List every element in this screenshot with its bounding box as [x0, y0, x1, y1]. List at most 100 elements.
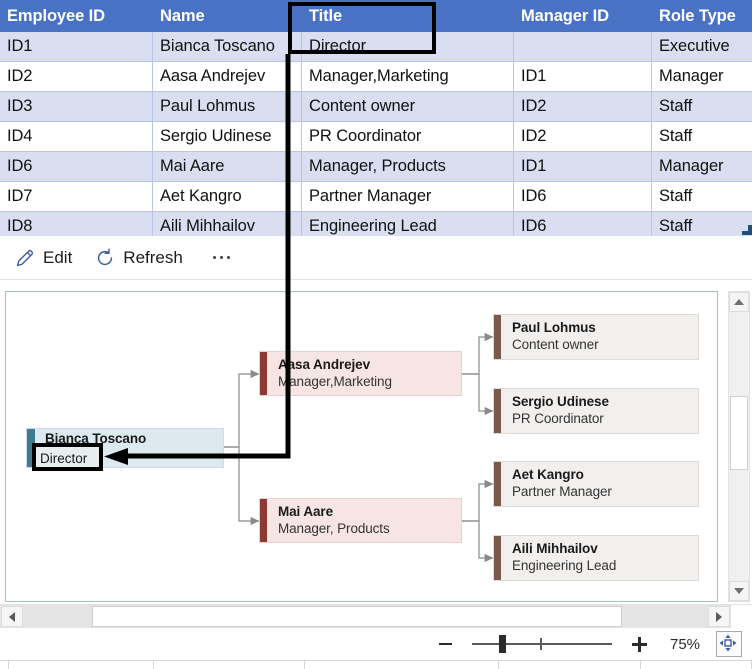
annotation-highlight-title-column [288, 2, 436, 54]
edit-button[interactable]: Edit [14, 247, 72, 269]
cell-employee-id[interactable]: ID1 [0, 32, 153, 62]
zoom-bar: 75% [0, 628, 752, 660]
table-resize-handle[interactable] [742, 225, 752, 235]
zoom-level-label[interactable]: 75% [669, 635, 701, 653]
cell-manager-id[interactable]: ID2 [513, 91, 652, 122]
scrollbar-corner [730, 605, 752, 628]
cell-role-type[interactable]: Staff [651, 121, 752, 152]
node-title: PR Coordinator [512, 411, 604, 426]
column-header-employee-id[interactable]: Employee ID [0, 0, 153, 32]
cell-name[interactable]: Sergio Udinese [152, 121, 302, 152]
cell-title[interactable]: Manager, Products [301, 151, 514, 182]
horizontal-scrollbar-thumb[interactable] [92, 606, 622, 627]
table-row[interactable]: ID6 Mai Aare Manager, Products ID1 Manag… [0, 151, 752, 182]
node-title: Manager, Products [278, 520, 390, 536]
edit-label: Edit [43, 247, 73, 267]
refresh-icon [94, 247, 116, 269]
table-toolbar: Edit Refresh [0, 236, 752, 280]
annotation-callout-text: Director [40, 451, 88, 466]
org-node-aet-kangro[interactable]: Aet Kangro Partner Manager [493, 461, 699, 507]
table-row[interactable]: ID2 Aasa Andrejev Manager,Marketing ID1 … [0, 61, 752, 92]
org-node-sergio-udinese[interactable]: Sergio Udinese PR Coordinator [493, 388, 699, 434]
table-row[interactable]: ID1 Bianca Toscano Director Executive [0, 32, 752, 62]
employee-table: Employee ID Name Title Manager ID Role T… [0, 0, 752, 242]
zoom-slider-track [472, 643, 612, 645]
column-header-role-type[interactable]: Role Type [651, 0, 752, 32]
worksheet-grid-row [0, 660, 752, 669]
zoom-in-icon[interactable] [628, 633, 650, 655]
cell-title[interactable]: Manager,Marketing [301, 61, 514, 92]
scroll-down-icon[interactable] [729, 581, 749, 601]
node-accent-bar [494, 389, 501, 433]
cell-manager-id[interactable]: ID1 [513, 151, 652, 182]
cell-title[interactable]: Content owner [301, 91, 514, 122]
org-chart-canvas-wrap: Bianca Toscano Director Aasa Andrejev Ma… [5, 291, 728, 602]
cell-employee-id[interactable]: ID4 [0, 121, 153, 152]
node-title: Engineering Lead [512, 558, 617, 573]
cell-manager-id[interactable]: ID6 [513, 181, 652, 212]
zoom-slider[interactable] [472, 633, 612, 655]
cell-employee-id[interactable]: ID7 [0, 181, 153, 212]
node-name: Mai Aare [278, 503, 333, 519]
table-header-row: Employee ID Name Title Manager ID Role T… [0, 0, 752, 32]
cell-name[interactable]: Aasa Andrejev [152, 61, 302, 92]
zoom-out-icon[interactable] [434, 633, 456, 655]
cell-employee-id[interactable]: ID6 [0, 151, 153, 182]
node-accent-bar [260, 499, 267, 542]
node-title: Content owner [512, 337, 599, 352]
cell-name[interactable]: Bianca Toscano [152, 32, 302, 62]
cell-employee-id[interactable]: ID3 [0, 91, 153, 122]
node-accent-bar [494, 462, 501, 506]
cell-title[interactable]: Partner Manager [301, 181, 514, 212]
zoom-slider-knob[interactable] [499, 635, 506, 653]
cell-name[interactable]: Paul Lohmus [152, 91, 302, 122]
cell-title[interactable]: Director [301, 32, 514, 62]
cell-title[interactable]: PR Coordinator [301, 121, 514, 152]
canvas-vertical-scrollbar[interactable] [728, 291, 750, 602]
table-row[interactable]: ID4 Sergio Udinese PR Coordinator ID2 St… [0, 121, 752, 152]
cell-manager-id[interactable]: ID1 [513, 61, 652, 92]
cell-manager-id[interactable] [513, 32, 652, 62]
scroll-up-icon[interactable] [729, 292, 749, 312]
node-accent-bar [260, 352, 267, 395]
org-node-aasa-andrejev[interactable]: Aasa Andrejev Manager,Marketing [259, 351, 462, 396]
cell-role-type[interactable]: Staff [651, 91, 752, 122]
cell-manager-id[interactable]: ID2 [513, 121, 652, 152]
refresh-label: Refresh [123, 247, 183, 267]
node-title: Manager,Marketing [278, 373, 392, 389]
node-accent-bar [27, 429, 35, 467]
column-header-name[interactable]: Name [152, 0, 302, 32]
column-header-manager-id[interactable]: Manager ID [513, 0, 652, 32]
cell-employee-id[interactable]: ID2 [0, 61, 153, 92]
scroll-right-icon[interactable] [708, 606, 730, 627]
org-node-mai-aare[interactable]: Mai Aare Manager, Products [259, 498, 462, 543]
node-name: Sergio Udinese [512, 394, 609, 410]
node-title: Partner Manager [512, 484, 612, 499]
pencil-icon [14, 247, 36, 269]
org-node-aili-mihhailov[interactable]: Aili Mihhailov Engineering Lead [493, 535, 699, 581]
table-row[interactable]: ID3 Paul Lohmus Content owner ID2 Staff [0, 91, 752, 122]
vertical-scrollbar-thumb[interactable] [730, 396, 748, 470]
org-node-paul-lohmus[interactable]: Paul Lohmus Content owner [493, 314, 699, 360]
cell-role-type[interactable]: Manager [651, 61, 752, 92]
canvas-horizontal-scrollbar[interactable] [0, 604, 752, 628]
fit-to-window-icon[interactable] [716, 631, 742, 657]
node-accent-bar [494, 536, 501, 580]
cell-role-type[interactable]: Executive [651, 32, 752, 62]
node-name: Aasa Andrejev [278, 356, 370, 372]
refresh-button[interactable]: Refresh [94, 247, 183, 269]
cell-name[interactable]: Mai Aare [152, 151, 302, 182]
node-name: Aili Mihhailov [512, 541, 598, 557]
org-chart-canvas[interactable]: Bianca Toscano Director Aasa Andrejev Ma… [5, 291, 718, 602]
scroll-left-icon[interactable] [1, 606, 23, 627]
node-name: Paul Lohmus [512, 320, 596, 336]
cell-role-type[interactable]: Staff [651, 181, 752, 212]
table-row[interactable]: ID7 Aet Kangro Partner Manager ID6 Staff [0, 181, 752, 212]
node-accent-bar [494, 315, 501, 359]
ellipsis-icon[interactable] [209, 250, 235, 266]
zoom-slider-midpoint [540, 638, 542, 650]
cell-role-type[interactable]: Manager [651, 151, 752, 182]
node-name: Aet Kangro [512, 467, 584, 483]
cell-name[interactable]: Aet Kangro [152, 181, 302, 212]
